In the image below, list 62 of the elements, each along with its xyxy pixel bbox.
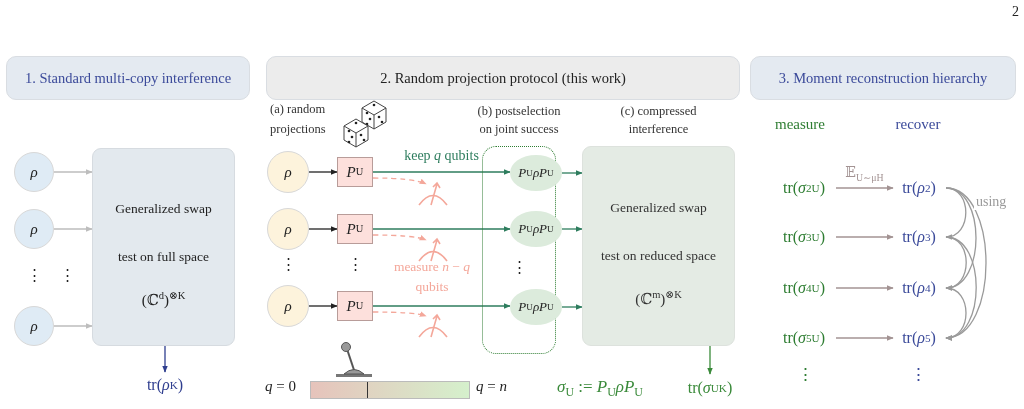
arrow [308, 226, 338, 232]
edge-label: using [974, 194, 1009, 210]
formula: (ℂ$^{d}$)$^{⊗K}$ [141, 291, 186, 309]
annotation-text: q = 0 [265, 378, 296, 395]
ellipsis-mark: ⋮ [511, 258, 527, 276]
arrow [835, 234, 894, 240]
dashed-arrow [372, 177, 427, 185]
curved-arrow [945, 187, 987, 340]
curved-arrow [945, 287, 967, 340]
curved-arrow [945, 236, 977, 340]
section-header: 1. Standard multi-copy interference [6, 56, 250, 100]
ellipsis-mark: ⋮ [26, 266, 42, 284]
arrow [372, 226, 511, 232]
dashed-arrow [372, 311, 427, 317]
ellipsis-mark: ⋮ [59, 266, 75, 284]
annotation-text: q = n [476, 378, 507, 395]
state-circle: ρ [267, 285, 309, 327]
arrow [561, 304, 583, 310]
arrow [835, 285, 894, 291]
section-header: 3. Moment reconstruction hierarchy [750, 56, 1016, 100]
arrow [835, 185, 894, 191]
state-circle: ρ [14, 152, 54, 192]
arrow [372, 303, 511, 309]
annotation-text: recover [895, 116, 941, 133]
annotation-text: measure [775, 116, 825, 133]
arrow [53, 169, 93, 175]
edge-label: keep q qubits [402, 148, 481, 164]
arrow [561, 170, 583, 176]
state-circle: ρ [267, 208, 309, 250]
heading-text: (b) postselection on joint success [476, 103, 562, 138]
arrow [53, 323, 93, 329]
annotation-text: (a) random projections [270, 101, 327, 138]
annotation-text: σ$_{U}$ := P$_{U}$ρP$_{U}$ [557, 377, 643, 397]
curved-arrow [945, 236, 967, 290]
ellipsis-mark: ⋮ [347, 255, 363, 273]
meter-icon [416, 180, 450, 206]
curved-arrow [945, 187, 967, 239]
state-circle: ρ [267, 151, 309, 193]
dashed-arrow [372, 234, 427, 241]
annotation-text: measure n − q qubits [392, 258, 472, 296]
arrow [308, 169, 338, 175]
state-circle: ρ [14, 209, 54, 249]
ellipsis-mark: ⋮ [909, 364, 927, 385]
arrow [707, 345, 713, 375]
arrow [372, 169, 511, 175]
state-circle: ρ [14, 306, 54, 346]
arrow [162, 345, 168, 373]
ellipsis-mark: ⋮ [280, 255, 296, 273]
meter-icon [416, 312, 450, 338]
arrow [308, 303, 338, 309]
page-number: 2 [1012, 4, 1019, 20]
box-text: Generalized swap test on full space [114, 200, 213, 266]
arrow [835, 335, 894, 341]
meter-icon [416, 236, 450, 262]
ellipsis-mark: ⋮ [796, 364, 814, 385]
section-header: 2. Random projection protocol (this work) [266, 56, 740, 100]
heading-text: (c) compressed interference [619, 103, 698, 138]
formula: (ℂ$^{m}$)$^{⊗K}$ [635, 290, 682, 308]
box-text: Generalized swap test on reduced space [599, 199, 718, 265]
interference-box [92, 148, 235, 346]
arrow [561, 226, 583, 232]
arrow [53, 226, 93, 232]
